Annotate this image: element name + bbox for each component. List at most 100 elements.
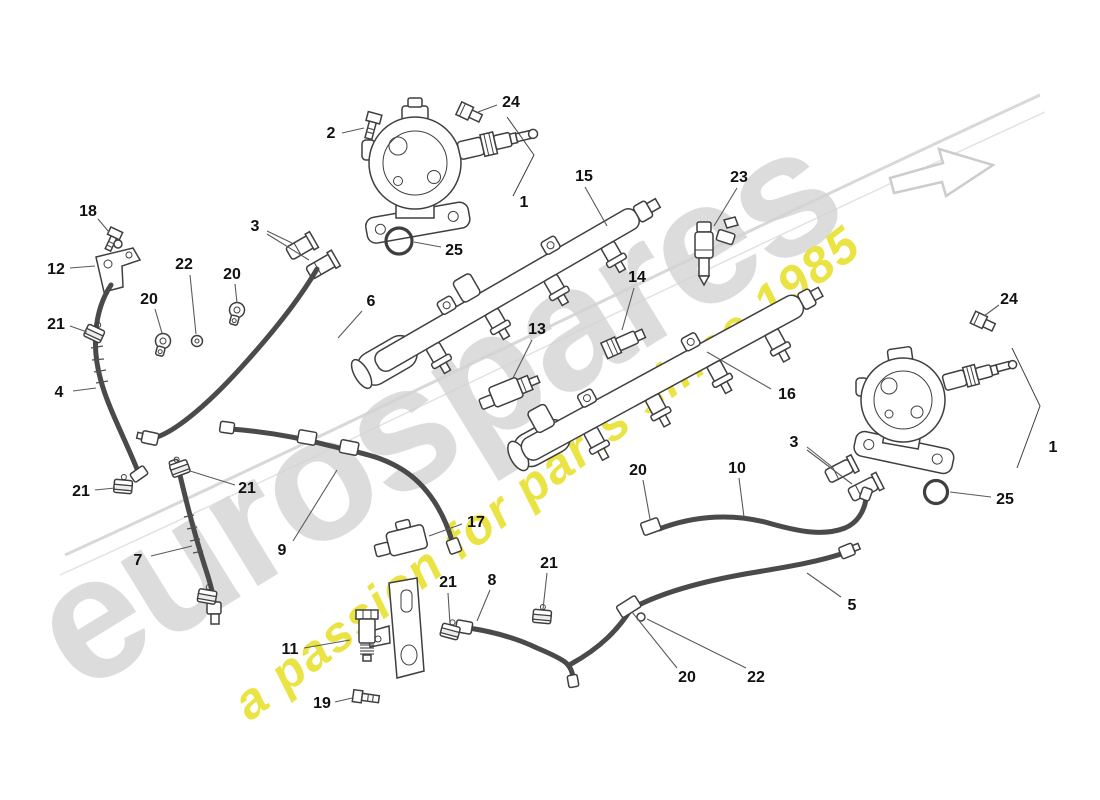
callout-20-bottom[interactable]: 20: [678, 669, 696, 686]
callout-20-left-a[interactable]: 20: [140, 291, 158, 308]
leader-line: [512, 339, 533, 379]
leader-line: [334, 697, 353, 703]
callout-21-left-c[interactable]: 21: [238, 480, 256, 497]
callout-bracket-top: [506, 116, 535, 197]
fittings-3-right-drawing: [824, 453, 886, 502]
callout-10[interactable]: 10: [728, 460, 746, 477]
callout-18[interactable]: 18: [79, 203, 97, 220]
sensor-13-drawing: [478, 374, 541, 410]
bolt-18-drawing: [104, 225, 124, 253]
callout-6[interactable]: 6: [367, 293, 376, 310]
hose-10-drawing: [639, 486, 873, 536]
o-ring-right-drawing: [922, 478, 950, 506]
callout-21-left-b[interactable]: 21: [72, 483, 90, 500]
grommet-22-drawing: [190, 334, 204, 348]
callout-8[interactable]: 8: [488, 572, 497, 589]
leader-line: [642, 479, 651, 520]
callout-4[interactable]: 4: [55, 384, 64, 401]
leader-line: [806, 572, 842, 598]
callout-13[interactable]: 13: [528, 321, 546, 338]
injector-cup: [583, 328, 792, 462]
fuel-pump-right-drawing: [853, 346, 1018, 475]
leader-line: [69, 265, 96, 269]
callout-21-mid-b[interactable]: 21: [540, 555, 558, 572]
callout-1-right[interactable]: 1: [1049, 439, 1058, 456]
leader-line: [621, 287, 635, 331]
bolt-19-drawing: [351, 688, 381, 704]
callout-9[interactable]: 9: [278, 542, 287, 559]
leader-line: [584, 186, 608, 227]
fitting-14-drawing: [599, 328, 647, 360]
sensor-17-drawing: [373, 518, 429, 558]
leader-line: [949, 491, 992, 498]
injector-cup: [425, 241, 628, 375]
leader-line: [806, 446, 832, 467]
callout-2[interactable]: 2: [327, 125, 336, 142]
hose-9-drawing: [218, 420, 463, 555]
callout-19[interactable]: 19: [313, 695, 331, 712]
bolt-2-drawing: [364, 110, 383, 141]
plug-right-drawing: [969, 310, 997, 332]
leader-line: [413, 241, 442, 248]
leader-line: [154, 308, 163, 334]
leader-line: [69, 325, 88, 333]
hose-6-drawing: [135, 266, 320, 446]
leader-line: [706, 351, 772, 390]
o-ring-top-drawing: [384, 226, 414, 256]
callout-22-left[interactable]: 22: [175, 256, 193, 273]
leader-line: [72, 387, 97, 392]
leader-line: [477, 104, 498, 113]
pump-outlet-fitting: [941, 359, 1018, 391]
leader-line: [447, 592, 451, 625]
leader-line: [97, 218, 110, 233]
callout-24-right[interactable]: 24: [1000, 291, 1018, 308]
callout-12[interactable]: 12: [47, 261, 65, 278]
pump-outlet-fitting: [456, 128, 539, 160]
leader-line: [806, 449, 853, 485]
leader-line: [266, 233, 310, 261]
callout-25-top[interactable]: 25: [445, 242, 463, 259]
leader-line: [713, 187, 738, 227]
callout-24-top[interactable]: 24: [502, 94, 520, 111]
callout-16[interactable]: 16: [778, 386, 796, 403]
leader-line: [337, 310, 363, 339]
direction-arrow-icon: [888, 147, 996, 198]
hose-5-drawing: [568, 542, 862, 667]
callout-1-top[interactable]: 1: [520, 194, 529, 211]
watermark-swoosh-2: [59, 111, 1046, 576]
callout-15[interactable]: 15: [575, 168, 593, 185]
clamps-20-drawing: [154, 301, 246, 357]
hose-8-drawing: [454, 619, 580, 689]
callout-20-mid[interactable]: 20: [629, 462, 647, 479]
callout-22-bottom[interactable]: 22: [747, 669, 765, 686]
callout-3-right[interactable]: 3: [790, 434, 799, 451]
leader-line: [542, 572, 548, 610]
leader-line: [234, 283, 238, 304]
callout-3-left[interactable]: 3: [251, 218, 260, 235]
leader-line: [94, 487, 116, 491]
callout-17[interactable]: 17: [467, 514, 485, 531]
callout-23[interactable]: 23: [730, 169, 748, 186]
leader-line: [266, 230, 293, 244]
leader-line: [303, 639, 351, 649]
callout-7[interactable]: 7: [134, 552, 143, 569]
callout-11[interactable]: 11: [282, 641, 299, 658]
callout-25-right[interactable]: 25: [996, 491, 1014, 508]
leader-line: [292, 469, 338, 542]
callout-21-mid-a[interactable]: 21: [439, 574, 457, 591]
callout-21-left-a[interactable]: 21: [47, 316, 65, 333]
leader-line: [476, 589, 491, 622]
leader-line: [738, 477, 745, 518]
callout-14[interactable]: 14: [628, 269, 646, 286]
leader-line: [189, 274, 197, 335]
leader-line: [428, 523, 463, 537]
callout-bracket-right: [1011, 347, 1041, 469]
leader-line: [646, 618, 747, 669]
leader-line: [983, 304, 1000, 317]
fuel-rail-lower-drawing: [507, 286, 824, 472]
valve-11-drawing: [355, 609, 379, 662]
callout-20-left-b[interactable]: 20: [223, 266, 241, 283]
fuel-rail-upper-drawing: [350, 197, 662, 390]
callout-5[interactable]: 5: [848, 597, 857, 614]
